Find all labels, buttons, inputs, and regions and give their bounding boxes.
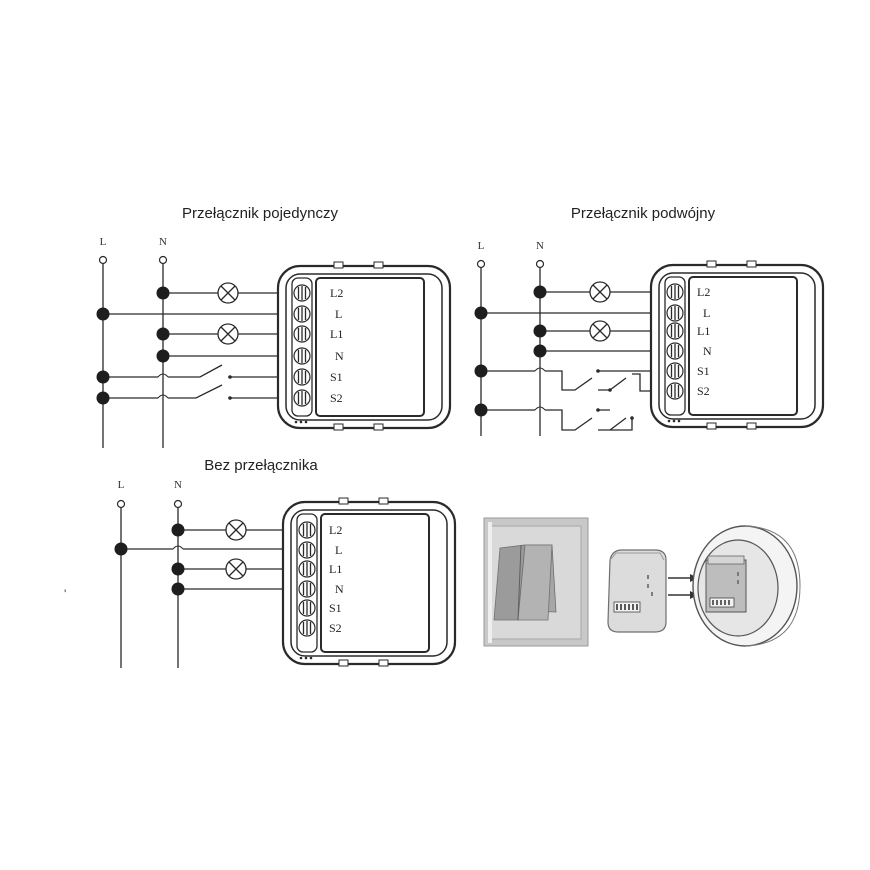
rail-label-live: L	[100, 236, 107, 248]
rail-label-live: L	[118, 479, 125, 491]
diagram-double-switch: Przełącznik podwójny L N L2 L	[474, 205, 825, 436]
terminal-label-l: L	[335, 543, 342, 557]
rail-wires	[120, 508, 179, 668]
installation-illustration	[483, 517, 801, 647]
screw-terminal-icon	[293, 305, 311, 323]
terminal-label-l2: L2	[330, 286, 343, 300]
rail-label-neutral: N	[159, 236, 167, 248]
stray-mark: '	[64, 587, 66, 601]
diagram-title: Bez przełącznika	[204, 457, 318, 474]
terminal-label-l: L	[703, 306, 710, 320]
terminal-label-s1: S1	[329, 601, 342, 615]
terminal-label-n: N	[335, 349, 344, 363]
lamp-icon	[225, 558, 247, 580]
lamp-icon	[217, 323, 239, 345]
wires	[121, 529, 300, 590]
junction-dot	[96, 307, 110, 321]
terminal-label-l1: L1	[329, 562, 342, 576]
rail-wires	[480, 268, 541, 436]
lamp-icon	[225, 519, 247, 541]
diagram-single-switch: Przełącznik pojedynczy L N	[96, 205, 452, 448]
switch-module: L2 L L1 N S1 S2	[281, 496, 457, 668]
relay-module-icon	[607, 549, 667, 633]
terminal-label-s2: S2	[697, 384, 710, 398]
screw-terminal-icon	[293, 347, 311, 365]
wire-crossing	[172, 545, 184, 550]
wall-switch-icon	[483, 517, 589, 647]
terminal-label-l: L	[335, 307, 342, 321]
screw-terminal-icon	[293, 368, 311, 386]
terminal-label-l2: L2	[329, 523, 342, 537]
terminal-label-s1: S1	[330, 370, 343, 384]
wire-crossing	[157, 373, 169, 399]
lamp-icon	[589, 320, 611, 342]
rail-terminal	[158, 255, 168, 265]
terminal-label-l1: L1	[697, 324, 710, 338]
terminal-label-s2: S2	[329, 621, 342, 635]
wires	[103, 292, 300, 357]
switch-module: L2 L L1 N S1 S2	[649, 259, 825, 431]
wire-crossing	[534, 367, 546, 411]
terminal-label-l2: L2	[697, 285, 710, 299]
junction-dot	[156, 349, 170, 363]
rail-wires	[102, 264, 164, 448]
switch-wires	[103, 364, 300, 399]
rail-label-neutral: N	[536, 240, 544, 252]
rail-label-neutral: N	[174, 479, 182, 491]
rail-terminal	[98, 255, 108, 265]
rail-label-live: L	[478, 240, 485, 252]
terminal-label-n: N	[703, 344, 712, 358]
lamp-icon	[217, 282, 239, 304]
terminal-label-l1: L1	[330, 327, 343, 341]
wires	[481, 291, 675, 352]
screw-terminal-icon	[293, 284, 311, 302]
junction-dot	[156, 286, 170, 300]
switch-wires	[481, 370, 593, 431]
lamp-icon	[589, 281, 611, 303]
switch-module: L2 L L1 N S1 S2	[276, 260, 452, 432]
terminal-label-n: N	[335, 582, 344, 596]
junction-dot	[156, 327, 170, 341]
terminal-label-s1: S1	[697, 364, 710, 378]
diagram-no-switch: Bez przełącznika L N L2 L L1 N S1 S2	[114, 457, 457, 668]
junction-dot	[96, 391, 110, 405]
screw-terminal-icon	[293, 325, 311, 343]
wall-box-icon	[692, 525, 801, 647]
diagram-title: Przełącznik podwójny	[571, 205, 716, 222]
diagram-title: Przełącznik pojedynczy	[182, 205, 338, 222]
terminal-label-s2: S2	[330, 391, 343, 405]
junction-dot	[96, 370, 110, 384]
screw-terminal-icon	[293, 389, 311, 407]
